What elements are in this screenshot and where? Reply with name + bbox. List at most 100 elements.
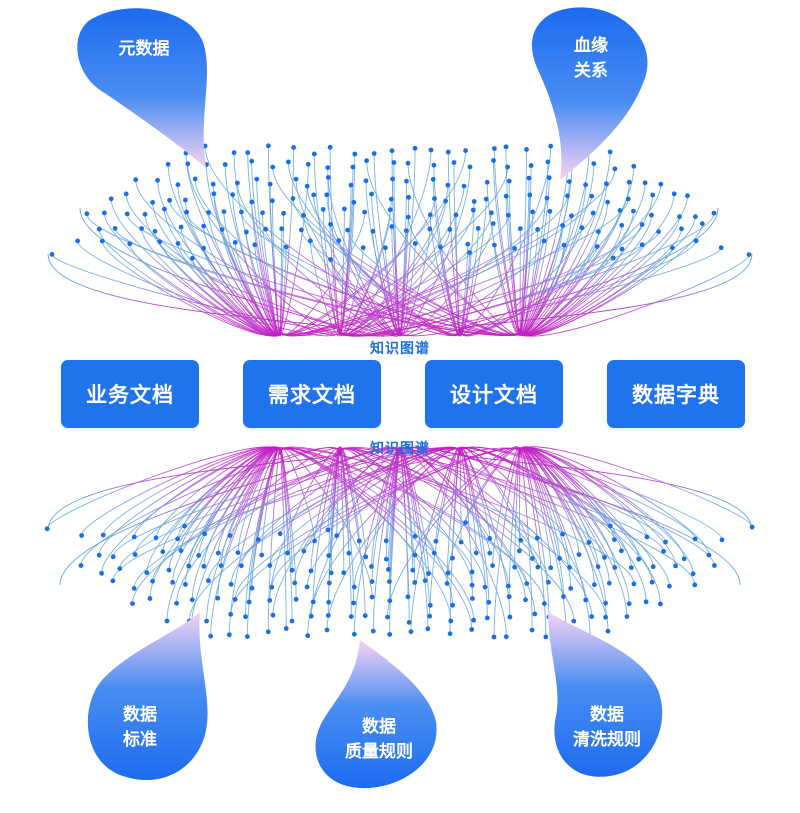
network-node bbox=[350, 164, 356, 170]
network-edge bbox=[399, 240, 545, 337]
network-node bbox=[438, 244, 443, 250]
network-node bbox=[596, 229, 601, 235]
network-node bbox=[305, 161, 311, 167]
network-node bbox=[602, 555, 607, 560]
drop-label-lineage: 血缘 关系 bbox=[574, 36, 608, 81]
network-edge bbox=[459, 227, 583, 336]
network-node bbox=[190, 255, 195, 261]
network-node bbox=[75, 238, 80, 244]
network-node bbox=[490, 563, 495, 568]
network-edge bbox=[459, 452, 741, 586]
network-node bbox=[410, 567, 416, 573]
network-node bbox=[503, 144, 509, 150]
network-node bbox=[450, 602, 455, 608]
network-edge bbox=[429, 214, 461, 336]
network-node bbox=[326, 599, 332, 605]
network-node bbox=[215, 550, 221, 556]
network-node bbox=[230, 192, 236, 198]
network-edge bbox=[125, 193, 341, 336]
network-node bbox=[96, 226, 102, 232]
business-document-button[interactable]: 业务文档 bbox=[61, 360, 199, 428]
network-node bbox=[100, 532, 106, 538]
network-node bbox=[557, 556, 562, 561]
network-node bbox=[681, 556, 687, 562]
network-node bbox=[506, 178, 512, 184]
network-node bbox=[249, 158, 255, 164]
design-document-button[interactable]: 设计文档 bbox=[425, 360, 563, 428]
network-node bbox=[463, 520, 468, 525]
network-node bbox=[328, 570, 334, 576]
network-edge bbox=[399, 243, 416, 337]
network-node bbox=[96, 552, 102, 558]
network-node bbox=[589, 193, 595, 199]
network-node bbox=[124, 211, 130, 217]
network-node bbox=[270, 164, 276, 170]
network-node bbox=[369, 594, 375, 600]
network-edge bbox=[279, 248, 516, 337]
network-node bbox=[595, 564, 601, 570]
network-edge bbox=[338, 240, 461, 337]
network-node bbox=[352, 151, 358, 157]
data-dictionary-button[interactable]: 数据字典 bbox=[607, 360, 745, 428]
network-node bbox=[235, 550, 241, 556]
network-node bbox=[312, 538, 317, 544]
network-edge bbox=[279, 447, 473, 572]
network-node bbox=[405, 594, 411, 600]
network-node bbox=[685, 193, 690, 199]
network-node bbox=[649, 579, 655, 585]
network-edge bbox=[414, 447, 521, 556]
network-node bbox=[266, 143, 271, 149]
network-node bbox=[150, 200, 156, 205]
network-node bbox=[650, 192, 656, 198]
network-node bbox=[650, 564, 656, 570]
network-node bbox=[166, 567, 172, 573]
network-node bbox=[527, 192, 533, 198]
network-node bbox=[467, 250, 472, 256]
network-node bbox=[535, 227, 540, 232]
network-node bbox=[579, 225, 585, 231]
network-node bbox=[99, 238, 105, 244]
network-node bbox=[444, 581, 450, 586]
network-node bbox=[619, 222, 625, 228]
network-node bbox=[192, 176, 198, 182]
network-node bbox=[385, 614, 390, 620]
network-node bbox=[267, 563, 273, 568]
network-node bbox=[404, 178, 409, 184]
network-node bbox=[663, 539, 668, 545]
network-edge bbox=[257, 446, 281, 540]
network-node bbox=[422, 578, 428, 583]
network-node bbox=[189, 597, 195, 603]
network-node bbox=[548, 565, 554, 571]
network-edge bbox=[347, 230, 521, 336]
network-node bbox=[232, 240, 238, 245]
network-node bbox=[447, 631, 453, 637]
network-node bbox=[490, 221, 496, 227]
network-node bbox=[428, 147, 434, 153]
network-edge bbox=[519, 446, 611, 527]
network-edge bbox=[439, 246, 461, 337]
network-node bbox=[461, 183, 467, 189]
drop-shape-metadata bbox=[77, 8, 208, 169]
network-node bbox=[305, 633, 311, 639]
network-node bbox=[427, 602, 433, 608]
network-node bbox=[592, 582, 597, 588]
network-node bbox=[49, 252, 55, 257]
network-node bbox=[583, 597, 589, 603]
network-node bbox=[364, 158, 369, 164]
network-edge bbox=[47, 253, 341, 331]
network-node bbox=[433, 538, 439, 544]
network-edge bbox=[248, 448, 281, 603]
network-node bbox=[267, 181, 273, 187]
network-node bbox=[656, 229, 661, 235]
network-node bbox=[412, 241, 418, 246]
requirement-document-button[interactable]: 需求文档 bbox=[243, 360, 381, 428]
network-node bbox=[546, 175, 552, 181]
network-edge bbox=[279, 168, 616, 335]
network-node bbox=[431, 162, 437, 168]
network-node bbox=[290, 196, 296, 201]
network-node bbox=[605, 628, 611, 634]
network-node bbox=[110, 554, 116, 560]
network-node bbox=[277, 531, 283, 537]
network-node bbox=[524, 581, 530, 586]
network-edge bbox=[327, 446, 341, 530]
